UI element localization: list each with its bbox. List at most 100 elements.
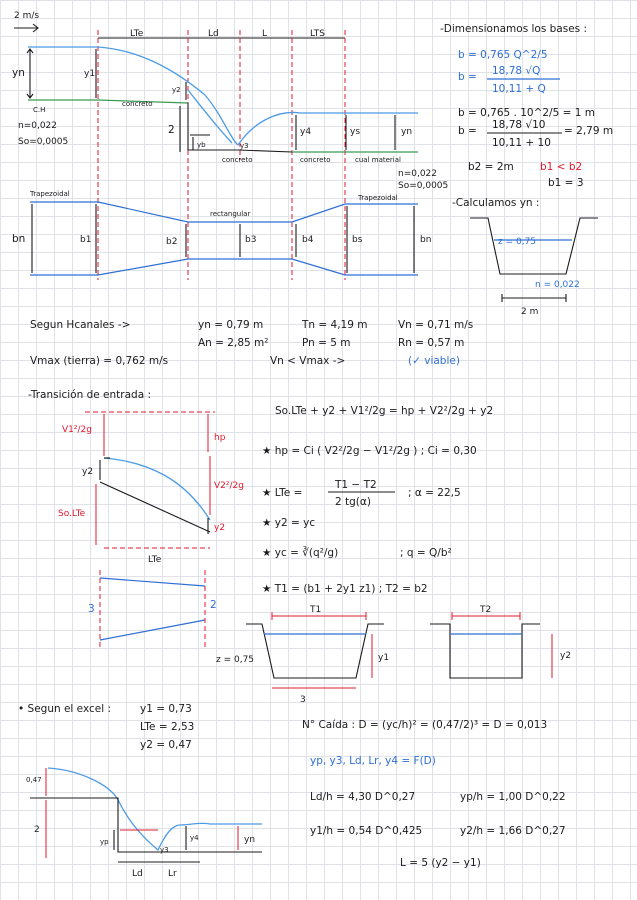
seg-ld-label: Ld <box>208 29 219 39</box>
vmax-result: Vmax (tierra) = 0,762 m/s <box>30 355 168 367</box>
calc-b-1: b = 0,765 . 10^2/5 = 1 m <box>458 107 595 119</box>
b-compare: b1 < b2 <box>540 161 582 173</box>
so-left-label: So=0,0005 <box>18 137 68 147</box>
formula-b-2-den: 10,11 + Q <box>492 83 546 95</box>
bn-left-label: bn <box>12 233 25 245</box>
y4-label: y4 <box>300 127 311 137</box>
y2-h-equation: y2/h = 1,66 D^0,27 <box>460 825 566 837</box>
t2-dim <box>451 612 521 620</box>
y3-label: y3 <box>240 142 249 150</box>
entry-transition: -Transición de entrada : V1²/2g hp y2 So… <box>28 389 571 705</box>
b2-value: b2 = 2m <box>468 161 514 173</box>
yp-label: yp <box>100 838 109 846</box>
n-right-label: n=0,022 <box>398 169 437 179</box>
hp-equation: ★ hp = Ci ( V2²/2g − V1²/2g ) ; Ci = 0,3… <box>262 445 477 457</box>
velocity-scale: 2 m/s <box>14 11 39 21</box>
seg-l-label: L <box>262 29 267 39</box>
bed-line-left <box>28 99 189 104</box>
v2-head-label: V2²/2g <box>214 481 244 491</box>
rn-result: Rn = 0,57 m <box>398 337 464 349</box>
plan-top-edge <box>30 201 418 223</box>
y3-label: y3 <box>160 846 169 854</box>
pn-result: Pn = 5 m <box>302 337 351 349</box>
calc-b-2-result: = 2,79 m <box>564 125 613 137</box>
water-surface-line <box>28 46 418 146</box>
calc-b-2-den: 10,11 + 10 <box>492 137 551 149</box>
y2-left-label: y2 <box>82 467 93 477</box>
excel-y2: y2 = 0,47 <box>140 739 192 751</box>
lte-equation-den: 2 tg(α) <box>335 496 371 508</box>
width-label: 2 m <box>521 307 538 317</box>
b3-label: b3 <box>245 235 256 245</box>
n-value: n = 0,022 <box>535 280 580 290</box>
formula-b-2-num: 18,78 √Q <box>492 65 540 77</box>
tn-result: Tn = 4,19 m <box>301 319 368 331</box>
plan-bottom-edge <box>30 258 418 276</box>
bases-section: -Dimensionamos los bases : b = 0,765 Q^2… <box>440 23 613 317</box>
y2s-label: y2 <box>560 651 571 661</box>
length-equation: L = 5 (y2 − y1) <box>400 857 481 869</box>
drop-bed <box>30 797 262 853</box>
yn-left-arrow <box>26 48 34 99</box>
concrete-label-2: concreto <box>222 156 252 164</box>
t1-label: T1 <box>309 605 321 615</box>
y1-h-equation: y1/h = 0,54 D^0,425 <box>310 825 422 837</box>
hcanales-label: Segun Hcanales -> <box>30 319 130 331</box>
b2-label: b2 <box>166 237 177 247</box>
width-3-label: 3 <box>88 603 95 615</box>
soil-material-label: cual material <box>355 156 401 164</box>
hp-label: hp <box>214 433 226 443</box>
entrada-title: -Transición de entrada : <box>28 389 151 401</box>
base-label: 3 <box>300 695 306 705</box>
y1-label: y1 <box>84 69 95 79</box>
plan-trans-guides <box>99 570 206 648</box>
yn-result: yn = 0,79 m <box>198 319 263 331</box>
rect-label: rectangular <box>210 210 250 218</box>
function-of-d: yp, y3, Ld, Lr, y4 = F(D) <box>310 755 436 767</box>
hcanales-results: Segun Hcanales -> yn = 0,79 m Tn = 4,19 … <box>30 319 473 367</box>
jet-inner-line <box>187 89 233 144</box>
width-dim <box>501 294 567 302</box>
lr-label: Lr <box>168 869 177 879</box>
plan-trans-top <box>99 577 206 587</box>
trap-cross-section <box>246 623 384 679</box>
rect-cross-section <box>430 623 540 679</box>
alpha-value: ; α = 22,5 <box>408 487 461 499</box>
velocity-compare: Vn < Vmax -> <box>270 355 345 367</box>
b1-value: b1 = 3 <box>548 177 584 189</box>
viable-badge: (✓ viable) <box>408 355 460 367</box>
yb-label: yb <box>197 141 206 149</box>
calc-yn-title: -Calculamos yn : <box>452 197 539 209</box>
drop-water-upper <box>47 767 119 801</box>
b1-label: b1 <box>80 235 91 245</box>
excel-label: • Segun el excel : <box>18 703 111 715</box>
z-value: z = 0,75 <box>498 237 536 247</box>
y2-equation: ★ y2 = yc <box>262 517 315 529</box>
longitudinal-profile: 2 m/s LTe Ld L LTS yn y1 y2 2 yb y3 <box>12 11 448 280</box>
y2-label: y2 <box>172 86 181 94</box>
bn-right-label: bn <box>420 235 431 245</box>
seg-lts-label: LTS <box>310 29 325 39</box>
h047-label: 0,47 <box>26 776 42 784</box>
energy-equation: So.LTe + y2 + V1²/2g = hp + V2²/2g + y2 <box>275 405 493 417</box>
yp-h-equation: yp/h = 1,00 D^0,22 <box>460 791 566 803</box>
excel-section: • Segun el excel : y1 = 0,73 LTe = 2,53 … <box>18 703 566 879</box>
so-right-label: So=0,0005 <box>398 181 448 191</box>
concrete-label-3: concreto <box>300 156 330 164</box>
so-lte-label: So.LTe <box>58 509 86 519</box>
y4-label: y4 <box>190 834 199 842</box>
yn-left-label: yn <box>12 67 25 79</box>
plan-trans-bottom <box>99 619 206 641</box>
t2-label: T2 <box>479 605 491 615</box>
caida-equation: N° Caída : D = (yc/h)² = (0,47/2)³ = D =… <box>302 719 547 731</box>
ch-label: C.H <box>33 106 45 114</box>
concrete-label-1: concreto <box>122 100 152 108</box>
transition-bed <box>99 481 211 533</box>
trap-left-label: Trapezoidal <box>29 190 70 198</box>
seg-lte-label: LTe <box>130 29 144 39</box>
v1-head-label: V1²/2g <box>62 425 92 435</box>
q-equation: ; q = Q/b² <box>400 547 452 559</box>
drop-height-label: 2 <box>168 124 175 136</box>
z-label: z = 0,75 <box>216 655 254 665</box>
